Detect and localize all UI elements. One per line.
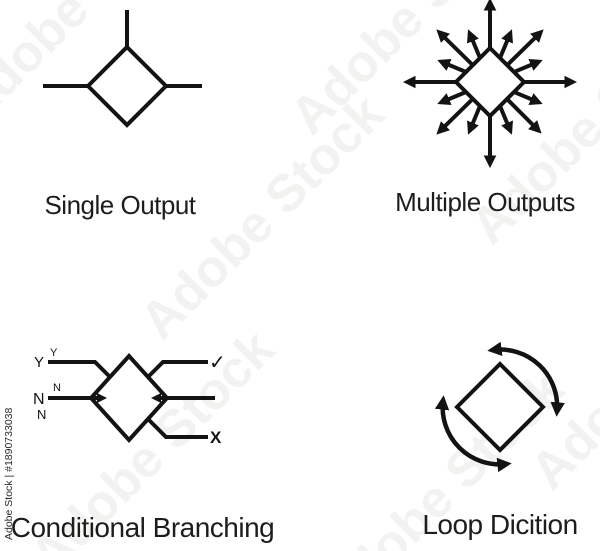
label-n-small: N [53,382,61,394]
decision-diamond [85,44,169,128]
multiple-outputs-diagram [402,0,578,169]
multiple-outputs-caption: Multiple Outputs [395,187,575,217]
single-output-diagram [43,10,202,128]
loop-decision-diagram [434,341,565,473]
label-y-main: Y [34,354,44,371]
yes-branch-line [48,360,112,379]
cross-branch-line [146,417,208,439]
decision-diamond [453,45,527,119]
loop-arc-top [487,341,565,417]
decision-diamond [454,361,546,453]
label-n-below: N [37,407,46,422]
check-branch-line [146,360,208,379]
single-output-caption: Single Output [44,190,196,220]
cross-icon: X [210,428,222,447]
check-icon: ✓ [209,352,226,374]
loop-decision-caption: Loop Dicition [422,509,578,540]
conditional-branching-diagram: Y Y N N N ✓ X [33,347,226,447]
loop-arc-bottom [434,395,512,473]
conditional-branching-caption: Conditional Branching [10,512,275,543]
label-y-small: Y [50,347,58,359]
label-n-main: N [33,391,45,408]
